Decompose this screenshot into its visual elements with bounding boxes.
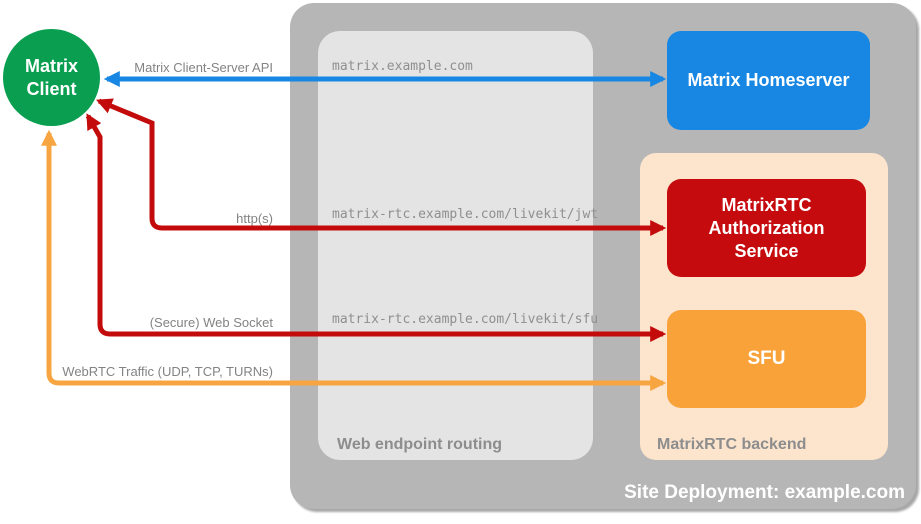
site-deployment-label: Site Deployment: example.com bbox=[624, 482, 905, 503]
matrixrtc-backend-label: MatrixRTC backend bbox=[657, 436, 807, 453]
matrix-client-node: Matrix Client bbox=[3, 29, 100, 126]
endpoint-url-homeserver: matrix.example.com bbox=[332, 59, 473, 74]
matrix-homeserver-node: Matrix Homeserver bbox=[667, 31, 870, 130]
webrtc-traffic-label: WebRTC Traffic (UDP, TCP, TURNs) bbox=[62, 364, 273, 379]
web-endpoint-routing-label: Web endpoint routing bbox=[337, 436, 503, 453]
sfu-node: SFU bbox=[667, 310, 866, 408]
websocket-label: (Secure) Web Socket bbox=[149, 315, 273, 330]
endpoint-url-livekit-sfu: matrix-rtc.example.com/livekit/sfu bbox=[332, 312, 599, 327]
https-label: http(s) bbox=[236, 211, 273, 226]
endpoint-url-livekit-jwt: matrix-rtc.example.com/livekit/jwt bbox=[332, 207, 599, 222]
client-server-api-label: Matrix Client-Server API bbox=[134, 60, 273, 75]
web-endpoint-routing-panel bbox=[318, 31, 593, 460]
matrixrtc-authorization-service-node: MatrixRTC Authorization Service bbox=[667, 179, 866, 277]
